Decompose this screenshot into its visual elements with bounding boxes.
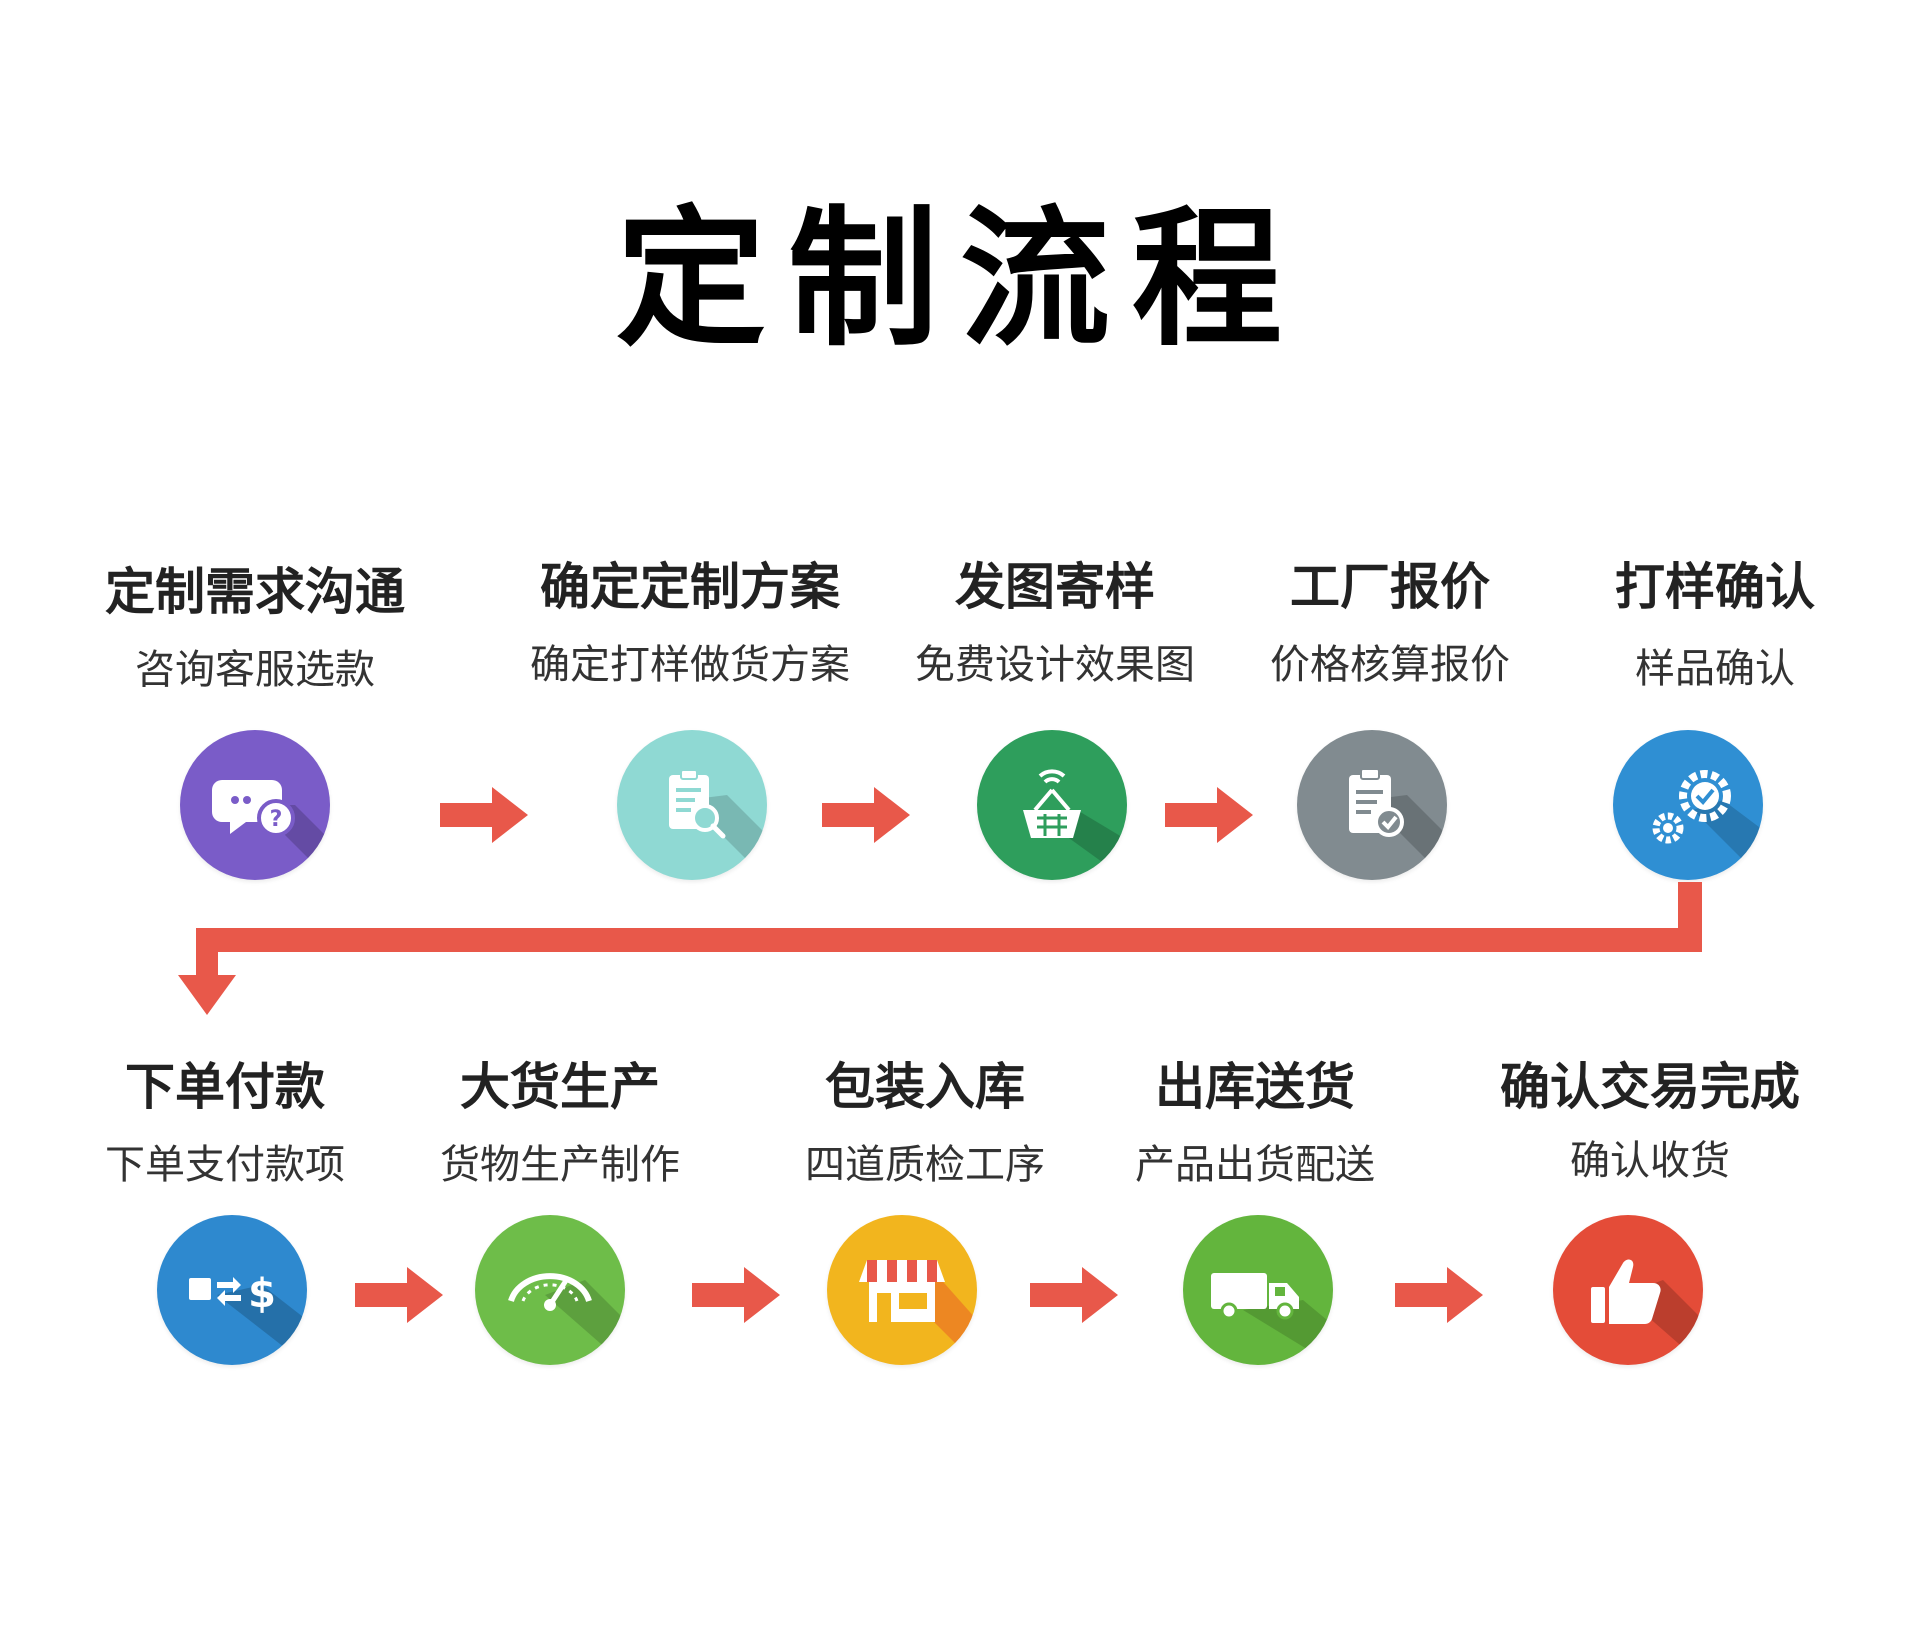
arrow-right-icon: [1030, 1267, 1118, 1323]
step-1: 定制需求沟通 咨询客服选款: [60, 563, 450, 693]
step-title: 打样确认: [1615, 558, 1815, 616]
document-search-icon: [617, 730, 767, 880]
arrow-right-icon: [440, 787, 528, 843]
step-description: 样品确认: [1635, 646, 1795, 692]
arrow-right-icon: [692, 1267, 780, 1323]
step-9: 出库送货 产品出货配送: [1115, 1058, 1395, 1188]
step-title: 包装入库: [825, 1058, 1025, 1116]
storefront-icon: [827, 1215, 977, 1365]
step-description: 四道质检工序: [805, 1142, 1045, 1188]
step-2: 确定定制方案 确定打样做货方案: [500, 558, 880, 688]
step-title: 大货生产: [460, 1058, 660, 1116]
arrow-right-icon: [1165, 787, 1253, 843]
arrow-right-icon: [822, 787, 910, 843]
chat-question-icon: ?: [180, 730, 330, 880]
arrow-right-icon: [1395, 1267, 1483, 1323]
delivery-truck-icon: [1183, 1215, 1333, 1365]
step-title: 确定定制方案: [540, 558, 840, 616]
step-title: 工厂报价: [1290, 558, 1490, 616]
step-description: 货物生产制作: [440, 1142, 680, 1188]
step-description: 产品出货配送: [1135, 1142, 1375, 1188]
svg-text:$: $: [248, 1271, 276, 1317]
step-description: 免费设计效果图: [915, 642, 1195, 688]
step-6: 下单付款 下单支付款项: [90, 1058, 360, 1188]
clipboard-check-icon: [1297, 730, 1447, 880]
step-4: 工厂报价 价格核算报价: [1240, 558, 1540, 688]
step-10: 确认交易完成 确认收货: [1470, 1058, 1830, 1184]
step-title: 确认交易完成: [1500, 1058, 1800, 1116]
step-8: 包装入库 四道质检工序: [790, 1058, 1060, 1188]
thumbs-up-icon: [1553, 1215, 1703, 1365]
basket-wifi-icon: [977, 730, 1127, 880]
step-3: 发图寄样 免费设计效果图: [890, 558, 1220, 688]
step-description: 确认收货: [1570, 1138, 1730, 1184]
step-title: 出库送货: [1155, 1058, 1355, 1116]
speedometer-icon: [475, 1215, 625, 1365]
svg-text:?: ?: [270, 807, 283, 832]
step-description: 确定打样做货方案: [530, 642, 850, 688]
step-7: 大货生产 货物生产制作: [420, 1058, 700, 1188]
step-description: 咨询客服选款: [135, 647, 375, 693]
step-title: 发图寄样: [955, 558, 1155, 616]
step-description: 下单支付款项: [105, 1142, 345, 1188]
gears-check-icon: [1613, 730, 1763, 880]
step-5: 打样确认 样品确认: [1580, 558, 1850, 692]
step-description: 价格核算报价: [1270, 642, 1510, 688]
arrow-right-icon: [355, 1267, 443, 1323]
box-exchange-dollar-icon: $: [157, 1215, 307, 1365]
step-title: 下单付款: [125, 1058, 325, 1116]
page-title: 定制流程: [615, 193, 1304, 367]
step-title: 定制需求沟通: [105, 563, 405, 621]
